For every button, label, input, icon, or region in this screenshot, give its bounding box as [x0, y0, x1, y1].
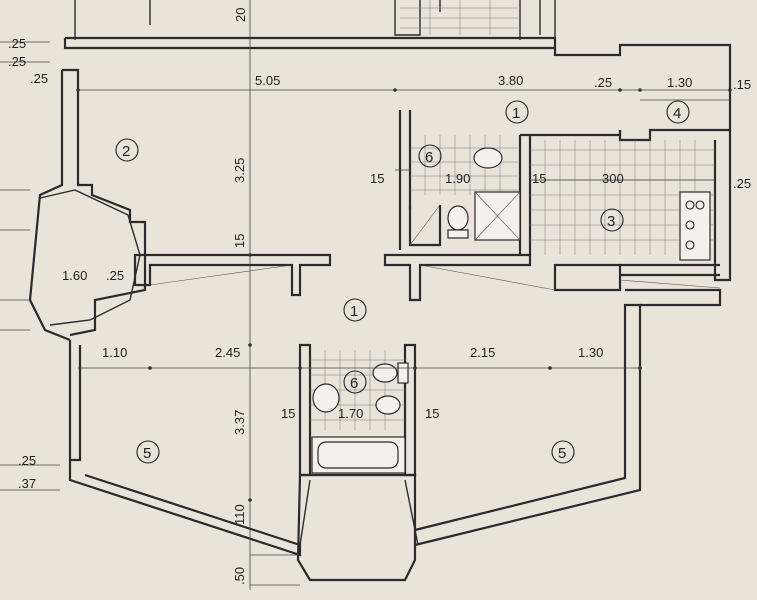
kitchen-sink [679, 191, 711, 261]
dim-label: 20 [233, 8, 248, 22]
dim-label: 2.45 [215, 345, 240, 360]
dimension-lines [0, 0, 732, 590]
bath-top-tiles [410, 135, 518, 195]
dim-label: .25 [106, 268, 124, 283]
room-number-6-bottom: 6 [350, 375, 358, 392]
dim-label: .25 [18, 453, 36, 468]
room-number-1-center: 1 [350, 303, 358, 320]
dim-label: 15 [532, 171, 546, 186]
bidet [375, 395, 401, 415]
dim-label: 1.60 [62, 268, 87, 283]
toilet-top [447, 205, 469, 231]
upper-building-fragment [74, 0, 556, 40]
dim-label: 300 [602, 171, 624, 186]
dim-label: 1.10 [102, 345, 127, 360]
room-number-3: 3 [607, 213, 615, 230]
room-number-2: 2 [122, 143, 130, 160]
fixtures [311, 147, 711, 474]
dim-label: .25 [594, 75, 612, 90]
dim-label: 3.37 [232, 410, 247, 435]
room-number-6-top: 6 [425, 149, 433, 166]
room-number-5-right: 5 [558, 445, 566, 462]
dim-label: 1.70 [338, 406, 363, 421]
room-number-5-left: 5 [143, 445, 151, 462]
dim-label: 3.25 [232, 158, 247, 183]
dimension-labels: .25 .25 .25 20 5.05 3.80 .25 1.30 .15 3.… [8, 8, 751, 585]
walls [28, 36, 732, 582]
washbasin-bottom [312, 383, 340, 413]
dim-label: 15 [232, 234, 247, 248]
dim-label: 15 [281, 406, 295, 421]
dim-label: 3.80 [498, 73, 523, 88]
dim-label: 1.30 [667, 75, 692, 90]
dim-label: .25 [8, 36, 26, 51]
room-number-4: 4 [673, 105, 681, 122]
dim-label: 1.90 [445, 171, 470, 186]
dim-label: .25 [733, 176, 751, 191]
dim-label: .15 [733, 77, 751, 92]
dim-label: .25 [8, 54, 26, 69]
dim-label: 15 [370, 171, 384, 186]
dim-label: .25 [30, 71, 48, 86]
dim-label: .50 [232, 567, 247, 585]
washbasin-top [473, 147, 503, 169]
room-number-1-top: 1 [512, 105, 520, 122]
dim-label: 15 [425, 406, 439, 421]
dim-label: 110 [232, 504, 247, 525]
dim-label: 2.15 [470, 345, 495, 360]
dim-label: .37 [18, 476, 36, 491]
room-labels: 1 2 4 6 3 1 6 5 5 [115, 100, 690, 464]
dim-label: 5.05 [255, 73, 280, 88]
door-swings [149, 264, 721, 291]
dim-label: 1.30 [578, 345, 603, 360]
toilet-bottom [372, 363, 398, 383]
